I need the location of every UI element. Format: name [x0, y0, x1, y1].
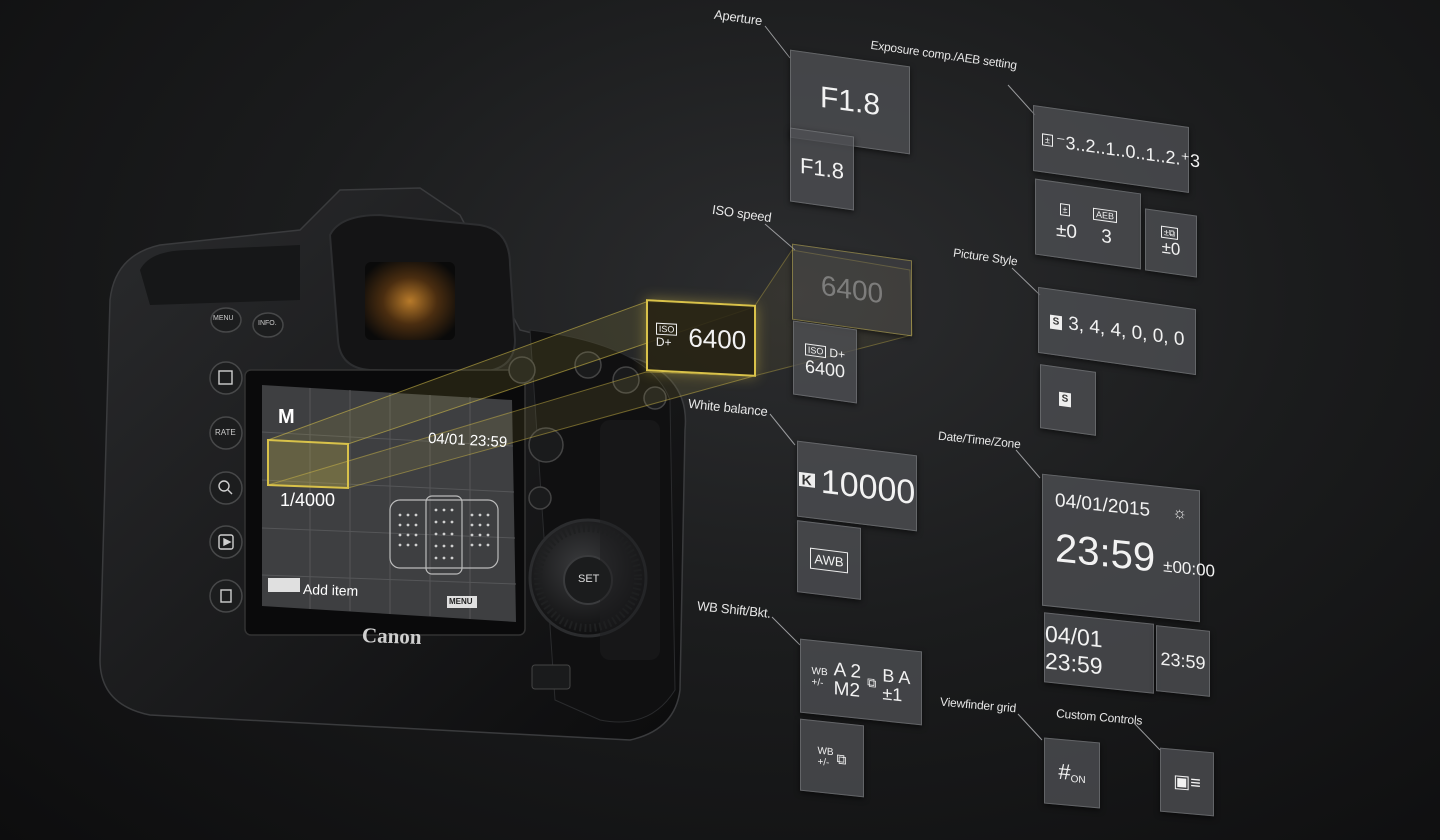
exposure-small-value: ±0: [1161, 237, 1181, 260]
timezone-large: ±00:00: [1163, 556, 1215, 581]
picture-style-values: 3, 4, 4, 0, 0, 0: [1068, 313, 1185, 351]
camera-brand-logo: Canon: [361, 622, 422, 650]
time-large: 23:59: [1055, 526, 1156, 581]
picture-style-icon: S: [1049, 314, 1063, 331]
tile-picture-style-small: S: [1040, 364, 1096, 436]
iso-small-value: 6400: [804, 355, 846, 382]
grid-icon: #: [1058, 758, 1071, 785]
iso-highlight-value: 6400: [688, 321, 747, 355]
info-button-label: INFO.: [258, 320, 277, 327]
tile-date-time-large: 04/01/2015 ☼ 23:59 ±00:00: [1042, 473, 1215, 623]
tile-wb-kelvin: K 10000: [797, 440, 917, 532]
iso-ghost-value: 6400: [820, 269, 884, 310]
wb-kelvin-icon: K: [798, 471, 815, 488]
set-button-label: SET: [578, 573, 600, 585]
menu-button-label: MENU: [213, 315, 234, 322]
wb-shift-pm: ±1: [882, 683, 903, 706]
lcd-menu-badge: MENU: [449, 597, 473, 606]
tile-date-time-medium: 04/01 23:59: [1044, 612, 1154, 694]
time-small: 23:59: [1160, 648, 1206, 673]
date-time-medium: 04/01 23:59: [1045, 620, 1103, 680]
lcd-screen: [261, 385, 517, 622]
lcd-add-item: Add item: [302, 581, 359, 599]
iso-icon: ISO: [655, 322, 678, 336]
wb-shift-pm-icon: +/-: [811, 676, 824, 690]
tile-aperture-small: F1.8: [790, 127, 854, 211]
wb-small-bracket-icon: ⧉: [836, 749, 847, 768]
exposure-value: ±0: [1055, 219, 1077, 244]
aeb-value: 3: [1101, 225, 1112, 249]
tile-iso-highlight: ISO D+ 6400: [646, 299, 756, 377]
tile-wb-awb: AWB: [797, 520, 861, 600]
wb-awb-value: AWB: [810, 547, 848, 573]
wb-kelvin-value: 10000: [820, 462, 916, 512]
lcd-shutter: 1/4000: [280, 490, 336, 510]
aperture-large-value: F1.8: [819, 80, 881, 123]
tile-time-small: 23:59: [1156, 625, 1210, 697]
tile-custom-controls: ▣≡: [1160, 747, 1214, 817]
tile-wb-shift: WB +/- A 2 M2 ⧉ B A ±1: [800, 638, 922, 726]
exposure-scale-value: ⁻3..2..1..0..1..2.⁺3: [1055, 130, 1201, 172]
tile-wb-shift-small: WB +/- ⧉: [800, 718, 864, 798]
custom-controls-icon: ▣≡: [1173, 770, 1201, 793]
rate-button-label: RATE: [215, 428, 236, 437]
grid-on-label: ON: [1070, 773, 1086, 786]
wb-small-pm-icon: +/-: [817, 756, 830, 769]
date-large: 04/01/2015: [1055, 490, 1151, 522]
aeb-icon: AEB: [1092, 207, 1117, 224]
exposure-icon: ±: [1042, 133, 1053, 147]
picture-style-small-icon: S: [1058, 391, 1072, 408]
lcd-mode: M: [278, 406, 295, 428]
tile-exposure-small: ±⧉ ±0: [1145, 208, 1197, 278]
aperture-small-value: F1.8: [799, 152, 845, 185]
iso-d-plus: D+: [655, 334, 672, 350]
daylight-saving-icon: ☼: [1172, 504, 1187, 523]
tile-exposure-aeb: ± ±0 AEB 3: [1035, 178, 1141, 270]
tile-viewfinder-grid: # ON: [1044, 737, 1100, 809]
wb-bracket-icon: ⧉: [867, 674, 877, 691]
exposure-icon-small: ±: [1059, 202, 1071, 217]
wb-shift-m: M2: [833, 678, 861, 702]
